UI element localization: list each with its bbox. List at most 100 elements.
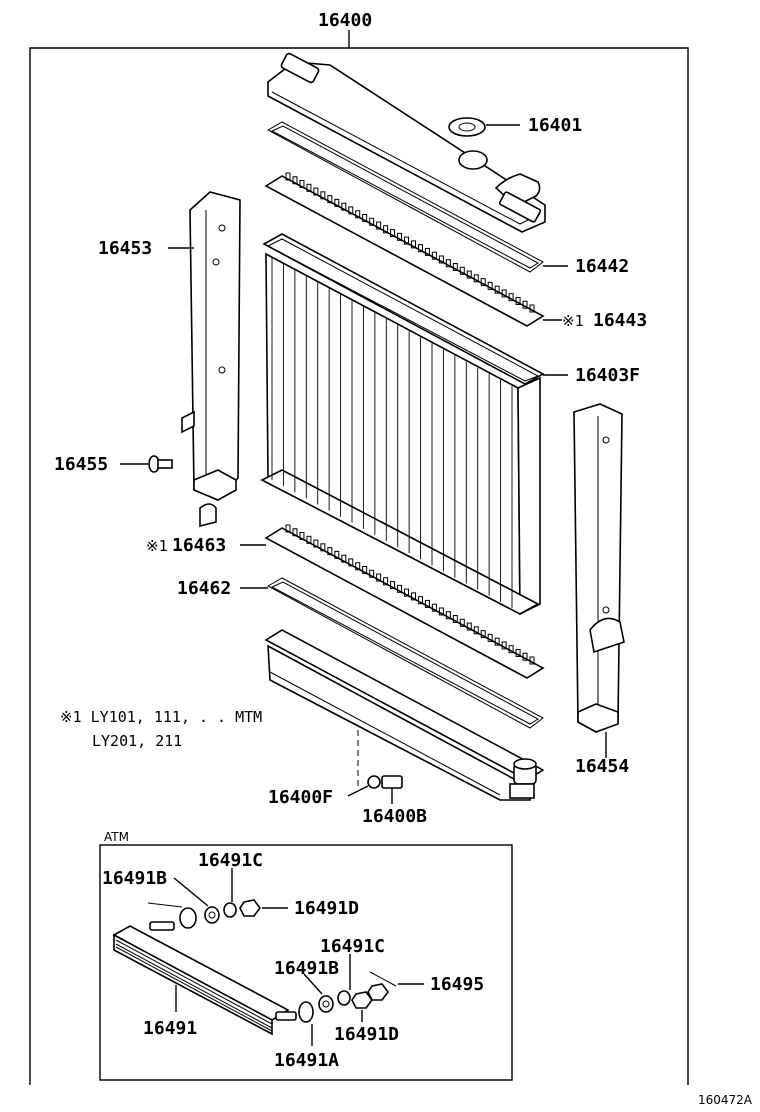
tank-tooth [292, 528, 298, 537]
radiator-core-16403F: 16403F [260, 233, 640, 616]
upper-tank [267, 52, 546, 233]
lower-tank-plate-16463: ※1 16463 [146, 524, 545, 679]
label-16401: 16401 [528, 115, 582, 136]
label-16454: 16454 [575, 756, 629, 777]
tank-tooth [362, 213, 368, 222]
label-16491D-lower: 16491D [334, 1024, 399, 1045]
tank-tooth [452, 263, 458, 272]
tank-tooth [327, 547, 333, 556]
label-16455: 16455 [54, 454, 108, 475]
core-fins [271, 258, 513, 608]
tank-tooth [473, 626, 479, 635]
tank-tooth [424, 247, 430, 256]
tank-tooth [341, 202, 347, 211]
bolt-16455: 16455 [54, 454, 173, 475]
tank-tooth [306, 535, 312, 544]
tank-tooth [376, 573, 382, 582]
tank-tooth [445, 259, 451, 268]
model-note: ※1 LY101, 111, . . MTM LY201, 211 [60, 708, 262, 750]
fitting-set-lower: 16491A 16491B 16491C 16491D 16495 [274, 936, 484, 1071]
tank-tooth [515, 648, 521, 657]
tank-tooth [431, 603, 437, 612]
tank-tooth [459, 618, 465, 627]
tank-tooth [306, 183, 312, 192]
note-line2: LY201, 211 [92, 732, 182, 750]
tank-tooth [501, 289, 507, 298]
tank-tooth [515, 296, 521, 305]
label-16443: 16443 [593, 310, 647, 331]
tank-tooth [466, 270, 472, 279]
tank-tooth [299, 532, 305, 541]
label-16463: 16463 [172, 535, 226, 556]
tank-tooth [390, 581, 396, 590]
tank-tooth [397, 232, 403, 241]
tank-tooth [480, 630, 486, 639]
teeth-lower [285, 524, 535, 665]
tank-tooth [383, 225, 389, 234]
label-16491D-upper: 16491D [294, 898, 359, 919]
tank-tooth [508, 645, 514, 654]
tank-tooth [459, 266, 465, 275]
label-16400F: 16400F [268, 787, 333, 808]
assembly-frame: 16400 [29, 10, 689, 1085]
label-16400B: 16400B [362, 806, 427, 827]
tank-tooth [383, 577, 389, 586]
oil-cooler-16491: 16491 [112, 921, 297, 1039]
label-16495: 16495 [430, 974, 484, 995]
tank-tooth [529, 304, 535, 313]
drain-cock: 16400F 16400B [268, 730, 427, 827]
tank-tooth [494, 637, 500, 646]
tank-tooth [508, 293, 514, 302]
label-16491C-upper: 16491C [198, 850, 263, 871]
tank-tooth [313, 187, 319, 196]
label-16491: 16491 [143, 1018, 197, 1039]
left-support-16453: 16453 [98, 191, 241, 528]
tank-tooth [390, 229, 396, 238]
tank-tooth [445, 611, 451, 620]
upper-tank-plate-16443: ※1 16443 [264, 172, 647, 331]
tank-tooth [529, 656, 535, 665]
tank-tooth [362, 565, 368, 574]
tank-tooth [369, 217, 375, 226]
fitting-set-upper: 16491B 16491C 16491D [102, 850, 359, 929]
tank-tooth [334, 550, 340, 559]
label-16491B-upper: 16491B [102, 868, 167, 889]
tank-tooth [466, 622, 472, 631]
tank-tooth [355, 210, 361, 219]
label-16491B-lower: 16491B [274, 958, 339, 979]
right-support-16454: 16454 [573, 403, 629, 777]
teeth-upper [285, 172, 535, 313]
tank-tooth [292, 176, 298, 185]
tank-tooth [410, 592, 416, 601]
tank-tooth [327, 195, 333, 204]
label-16491A: 16491A [274, 1050, 339, 1071]
label-16400: 16400 [318, 10, 372, 31]
atm-label: ATM [104, 830, 129, 844]
tank-tooth [299, 180, 305, 189]
tank-tooth [417, 244, 423, 253]
atm-box: ATM 16491 16491B 16491C 16491D [99, 830, 513, 1081]
tank-tooth [285, 172, 291, 181]
tank-tooth [369, 569, 375, 578]
label-16442: 16442 [575, 256, 629, 277]
tank-tooth [438, 607, 444, 616]
lower-gasket-16462: 16462 [177, 577, 544, 729]
tank-tooth [313, 539, 319, 548]
tank-tooth [438, 255, 444, 264]
tank-tooth [410, 240, 416, 249]
tank-tooth [480, 278, 486, 287]
lower-tank [264, 629, 545, 801]
tank-tooth [473, 274, 479, 283]
tank-tooth [522, 652, 528, 661]
upper-gasket-16442: 16442 [266, 121, 629, 277]
label-16491C-lower: 16491C [320, 936, 385, 957]
tank-tooth [487, 633, 493, 642]
tank-tooth [431, 251, 437, 260]
tank-tooth [285, 524, 291, 533]
tank-tooth [320, 191, 326, 200]
tank-tooth [494, 285, 500, 294]
tank-tooth [404, 588, 410, 597]
tank-tooth [376, 221, 382, 230]
tank-tooth [522, 300, 528, 309]
